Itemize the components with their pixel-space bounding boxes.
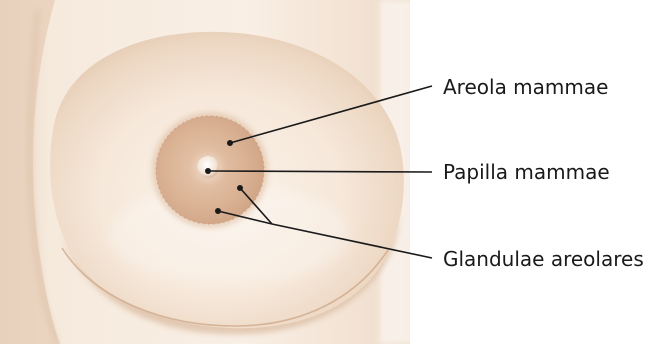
areola-point [227, 140, 233, 146]
papilla-leader-line [208, 171, 432, 172]
glandulae-label: Glandulae areolares [443, 247, 644, 271]
areola-label: Areola mammae [443, 75, 608, 99]
papilla-label: Papilla mammae [443, 160, 610, 184]
glandulae-point-1 [237, 185, 243, 191]
glandulae-point-2 [215, 208, 221, 214]
papilla-point [205, 168, 211, 174]
